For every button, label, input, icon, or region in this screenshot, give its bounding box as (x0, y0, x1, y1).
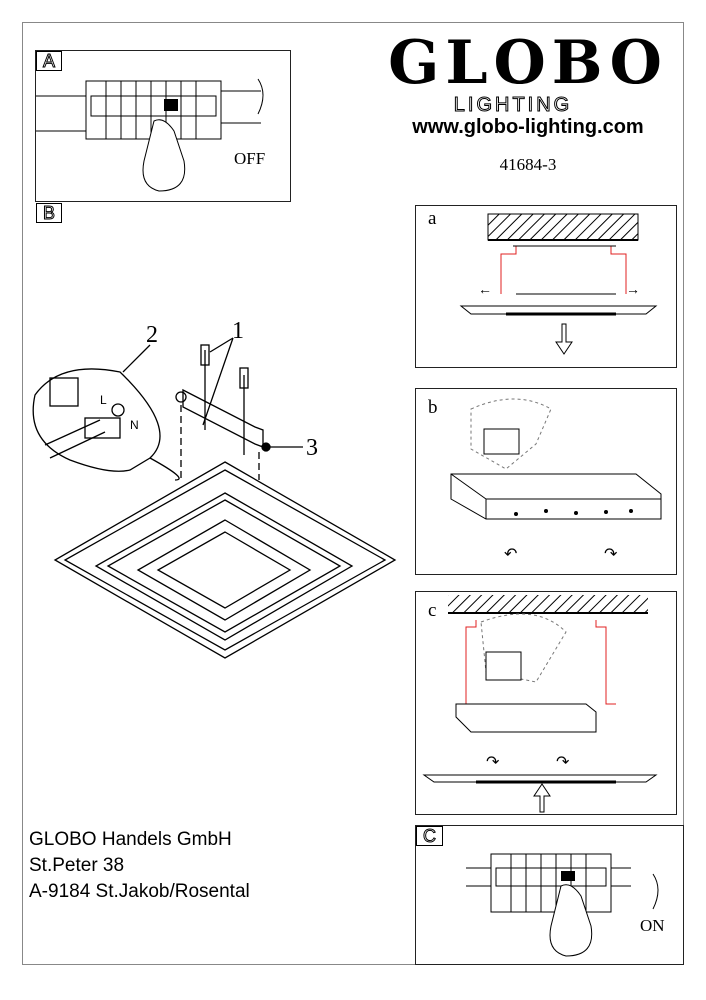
step-c-detail-panel: c ↷ ↷ (415, 591, 677, 815)
svg-text:↷: ↷ (556, 754, 570, 771)
step-c-label: C (416, 826, 443, 846)
breaker-on-illustration (466, 853, 659, 957)
logo-text: GLOBO (388, 28, 668, 98)
live-wire-label: L (100, 393, 107, 407)
svg-text:→: → (626, 281, 640, 297)
model-number: 41684-3 (499, 155, 557, 174)
breaker-off-illustration (36, 78, 264, 192)
city-address: A-9184 St.Jakob/Rosental (29, 881, 250, 902)
callout-2: 2 (146, 322, 158, 348)
step-c-detail-label: c (428, 600, 437, 621)
callout-1: 1 (232, 318, 244, 344)
step-a-panel: OFF (35, 50, 291, 202)
svg-text:↷: ↷ (486, 754, 500, 771)
step-b-detail-label: b (428, 397, 438, 418)
street-address: St.Peter 38 (29, 855, 125, 876)
logo-sub: LIGHTING (453, 94, 573, 117)
off-label: OFF (234, 149, 266, 168)
step-c-panel: ON (415, 825, 684, 965)
step-a-label: A (36, 51, 63, 71)
on-label: ON (640, 916, 665, 935)
svg-text:↷: ↷ (604, 546, 618, 563)
svg-text:↶: ↶ (504, 546, 517, 563)
svg-text:←: ← (478, 281, 492, 297)
step-a-detail-panel: a ← → (415, 205, 677, 368)
page-frame (22, 22, 684, 965)
address-block: GLOBO Handels GmbH St.Peter 38 A-9184 St… (29, 827, 250, 905)
step-a-detail-label: a (428, 208, 437, 229)
globo-logo: GLOBO LIGHTING (378, 28, 678, 117)
callout-3: 3 (306, 435, 318, 461)
company-name: GLOBO Handels GmbH (29, 829, 232, 850)
website: www.globo-lighting.com (412, 116, 644, 138)
neutral-wire-label: N (130, 418, 139, 432)
step-b-label: B (36, 203, 63, 223)
step-b-detail-panel: b ↶ ↷ (415, 388, 677, 575)
mounting-illustration (32, 337, 397, 659)
